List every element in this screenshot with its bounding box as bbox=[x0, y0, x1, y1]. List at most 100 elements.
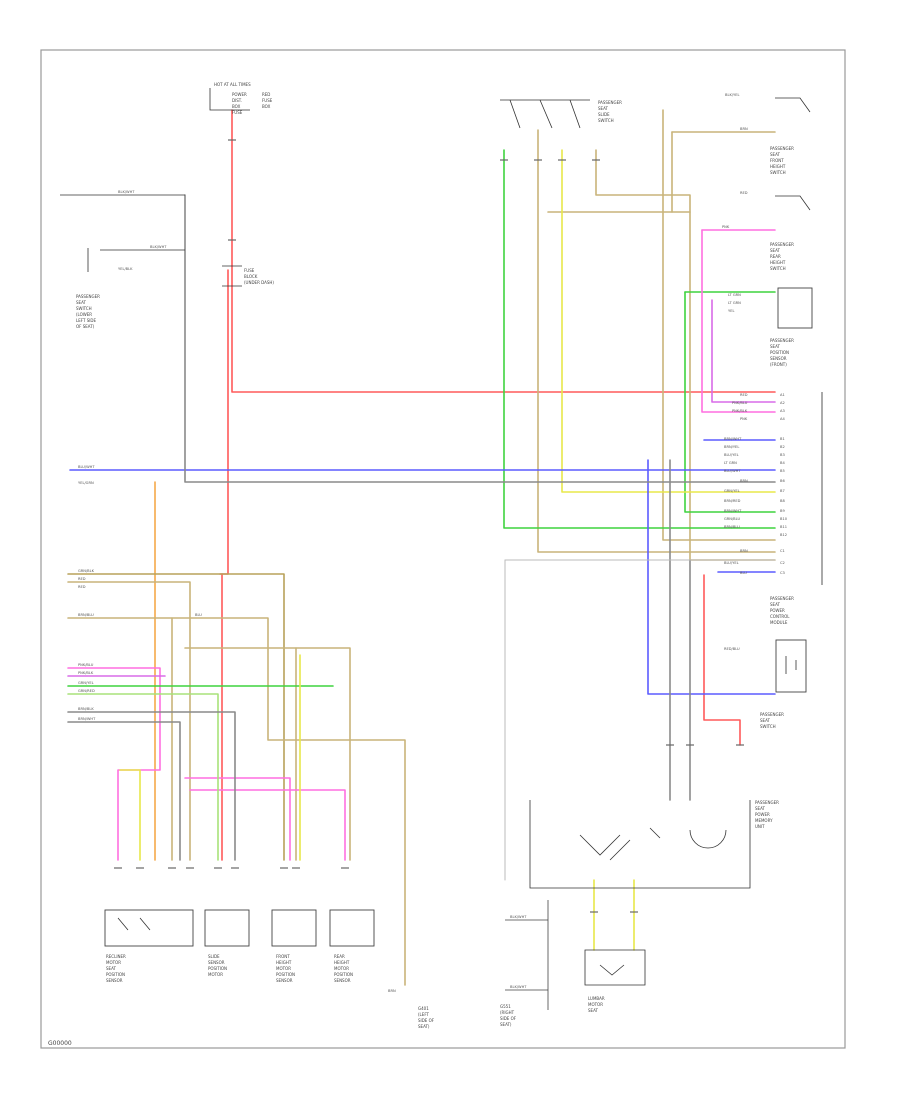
label-line: SENSOR bbox=[106, 978, 123, 983]
wire-label: YEL/GRN bbox=[78, 481, 94, 485]
wires bbox=[67, 109, 776, 986]
label-line: HEIGHT bbox=[770, 260, 786, 265]
label-line: RED bbox=[262, 92, 270, 97]
motors: RECLINER MOTOR SEAT POSITION SENSOR SLID… bbox=[104, 909, 375, 983]
label-line: HEIGHT bbox=[334, 960, 350, 965]
wire-tan-2 bbox=[662, 109, 776, 541]
label-line: MOTOR bbox=[208, 972, 223, 977]
wire-label: RED bbox=[740, 191, 748, 195]
label-line: POWER bbox=[770, 608, 785, 613]
wire-label: BLK/WHT bbox=[510, 915, 527, 919]
power-dist-box: HOT AT ALL TIMES POWER DIST. BOX FUSE RE… bbox=[209, 82, 273, 115]
label-line: SEAT bbox=[588, 1008, 598, 1013]
wire-pink-1 bbox=[701, 229, 776, 413]
wire-red-down-right bbox=[703, 574, 741, 746]
wire-gray-1 bbox=[184, 194, 776, 483]
front-height-motor-box bbox=[271, 909, 317, 947]
wire-tan-1 bbox=[537, 129, 776, 553]
label-line: FUSE bbox=[262, 98, 273, 103]
pin-label: B6 bbox=[780, 479, 785, 483]
label-line: SEAT bbox=[598, 106, 608, 111]
wire-label: LT GRN bbox=[728, 301, 741, 305]
wire-label: PNK/BLU bbox=[78, 663, 94, 667]
wire-green-3 bbox=[684, 291, 776, 513]
label-line: (UNDER DASH) bbox=[244, 280, 274, 285]
label-line: SEAT bbox=[76, 300, 86, 305]
pin-label: B5 bbox=[780, 469, 785, 473]
control-module: RED PNK/BLU PNK/BLK PNK A1 A2 A3 A4 BRN/… bbox=[724, 392, 823, 625]
label-line: POSITION bbox=[334, 972, 353, 977]
label-line: MOTOR bbox=[276, 966, 291, 971]
label-line: POSITION bbox=[106, 972, 125, 977]
label-line: HEIGHT bbox=[770, 164, 786, 169]
label-line: RECLINER bbox=[106, 954, 126, 959]
label-line: POWER bbox=[755, 812, 770, 817]
label-line: PASSENGER bbox=[770, 338, 794, 343]
pin-label: B1 bbox=[780, 437, 785, 441]
label-line: SEAT bbox=[770, 152, 780, 157]
wire-label: BLU/YEL bbox=[724, 453, 739, 457]
wire-label: BRN bbox=[388, 989, 396, 993]
wire-tan-l5 bbox=[184, 647, 351, 861]
label-line: FRONT bbox=[276, 954, 290, 959]
label-line: MODULE bbox=[770, 620, 788, 625]
label-line: REAR bbox=[770, 254, 781, 259]
label-line: SEAT bbox=[770, 344, 780, 349]
label-line: SWITCH bbox=[598, 118, 614, 123]
label-line: SEAT bbox=[106, 966, 116, 971]
label-line: SEAT bbox=[770, 248, 780, 253]
wire-green-1 bbox=[503, 149, 776, 529]
wire-label: LT GRN bbox=[724, 461, 737, 465]
label-line: SEAT bbox=[755, 806, 765, 811]
wire-label: RED bbox=[78, 577, 86, 581]
fuse-block: FUSE BLOCK (UNDER DASH) bbox=[222, 265, 274, 287]
diagram-frame bbox=[40, 49, 846, 1049]
wire-label: BLU/WHT bbox=[724, 469, 741, 473]
label-line: SENSOR bbox=[334, 978, 351, 983]
label-line: SLIDE bbox=[208, 954, 220, 959]
label-line: POWER bbox=[232, 92, 247, 97]
wire-yellow-l1 bbox=[119, 769, 141, 861]
wire-tan-l1 bbox=[67, 573, 285, 861]
label-line: (LEFT bbox=[418, 1012, 430, 1017]
label-line: MOTOR bbox=[588, 1002, 603, 1007]
wire-label: PNK/BLK bbox=[732, 409, 748, 413]
wire-label: GRN/BLU bbox=[724, 517, 740, 521]
label-line: PASSENGER bbox=[770, 596, 794, 601]
label-line: PASSENGER bbox=[598, 100, 622, 105]
label-line: POSITION bbox=[208, 966, 227, 971]
label-line: SWITCH bbox=[770, 266, 786, 271]
wire-label: BLU bbox=[195, 613, 202, 617]
label-line: PASSENGER bbox=[755, 800, 779, 805]
right-switches: BLK/YEL BRN PASSENGER SEAT FRONT HEIGHT … bbox=[722, 93, 813, 367]
label-line: SEAT) bbox=[418, 1024, 430, 1029]
label-line: UNIT bbox=[755, 824, 765, 829]
pin-label: B4 bbox=[780, 461, 785, 465]
wire-label: YEL bbox=[728, 309, 734, 313]
label-line: CONTROL bbox=[770, 614, 790, 619]
label-line: SWITCH bbox=[760, 724, 776, 729]
rear-height-motor-box bbox=[329, 909, 375, 947]
label-line: PASSENGER bbox=[760, 712, 784, 717]
position-sensor-box bbox=[777, 287, 813, 329]
pin-label: C3 bbox=[780, 571, 785, 575]
wire-gray-l2 bbox=[67, 721, 181, 861]
label-line: FRONT bbox=[770, 158, 784, 163]
label-line: POSITION bbox=[276, 972, 295, 977]
pin-label: B9 bbox=[780, 509, 785, 513]
label-line: SENSOR bbox=[770, 356, 787, 361]
slide-switch: PASSENGER SEAT SLIDE SWITCH bbox=[500, 99, 622, 129]
left-seat-switch: BLK/WHT BLK/WHT YEL/BLK PASSENGER SEAT S… bbox=[60, 190, 185, 329]
pin-label: B10 bbox=[780, 517, 788, 521]
wire-label: BRN bbox=[740, 479, 748, 483]
lumbar-motor: LUMBAR MOTOR SEAT bbox=[584, 949, 646, 1013]
recliner-motor-box bbox=[104, 909, 194, 947]
wire-label: RED/BLU bbox=[724, 647, 740, 651]
hot-at-all-times-label: HOT AT ALL TIMES bbox=[214, 82, 251, 87]
wire-pink-l2 bbox=[184, 777, 291, 861]
figure-code: G00000 bbox=[48, 1040, 72, 1047]
pin-label: A1 bbox=[780, 393, 785, 397]
wire-label: BLK/WHT bbox=[150, 245, 167, 249]
label-line: MOTOR bbox=[106, 960, 121, 965]
